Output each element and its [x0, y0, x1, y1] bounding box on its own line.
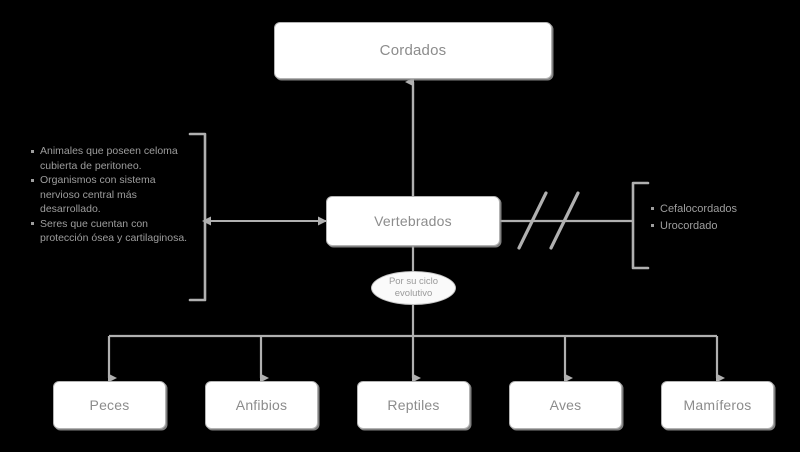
node-reptiles-label: Reptiles	[387, 397, 440, 413]
left-notes-list: Animales que poseen celoma cubierta de p…	[30, 144, 190, 246]
condition-oval-line-1: Por su ciclo	[388, 276, 439, 287]
node-cordados[interactable]: Cordados	[274, 22, 552, 79]
left-bracket	[188, 132, 207, 302]
list-item: Organismos con sistema nervioso central …	[30, 173, 190, 217]
node-aves[interactable]: Aves	[509, 381, 622, 429]
node-peces[interactable]: Peces	[53, 381, 166, 429]
list-item: Cefalocordados	[650, 201, 790, 218]
node-anfibios-label: Anfibios	[235, 397, 288, 413]
right-notes-list: Cefalocordados Urocordado	[650, 201, 790, 235]
break-slash-second-icon	[549, 191, 580, 250]
node-cordados-label: Cordados	[379, 42, 447, 59]
list-item: Seres que cuentan con protección ósea y …	[30, 217, 190, 246]
list-item: Animales que poseen celoma cubierta de p…	[30, 144, 190, 173]
node-vertebrados[interactable]: Vertebrados	[326, 196, 500, 246]
node-aves-label: Aves	[549, 397, 582, 413]
node-vertebrados-label: Vertebrados	[374, 213, 452, 229]
right-bracket	[631, 181, 650, 270]
condition-oval-line-2: evolutivo	[394, 288, 433, 299]
node-mamiferos-label: Mamíferos	[683, 397, 752, 413]
node-condition-oval[interactable]: Por su ciclo evolutivo	[371, 271, 456, 305]
break-slash-first-icon	[517, 191, 548, 250]
node-anfibios[interactable]: Anfibios	[205, 381, 318, 429]
node-mamiferos[interactable]: Mamíferos	[661, 381, 774, 429]
list-item: Urocordado	[650, 218, 790, 235]
node-reptiles[interactable]: Reptiles	[357, 381, 470, 429]
node-peces-label: Peces	[89, 397, 130, 413]
